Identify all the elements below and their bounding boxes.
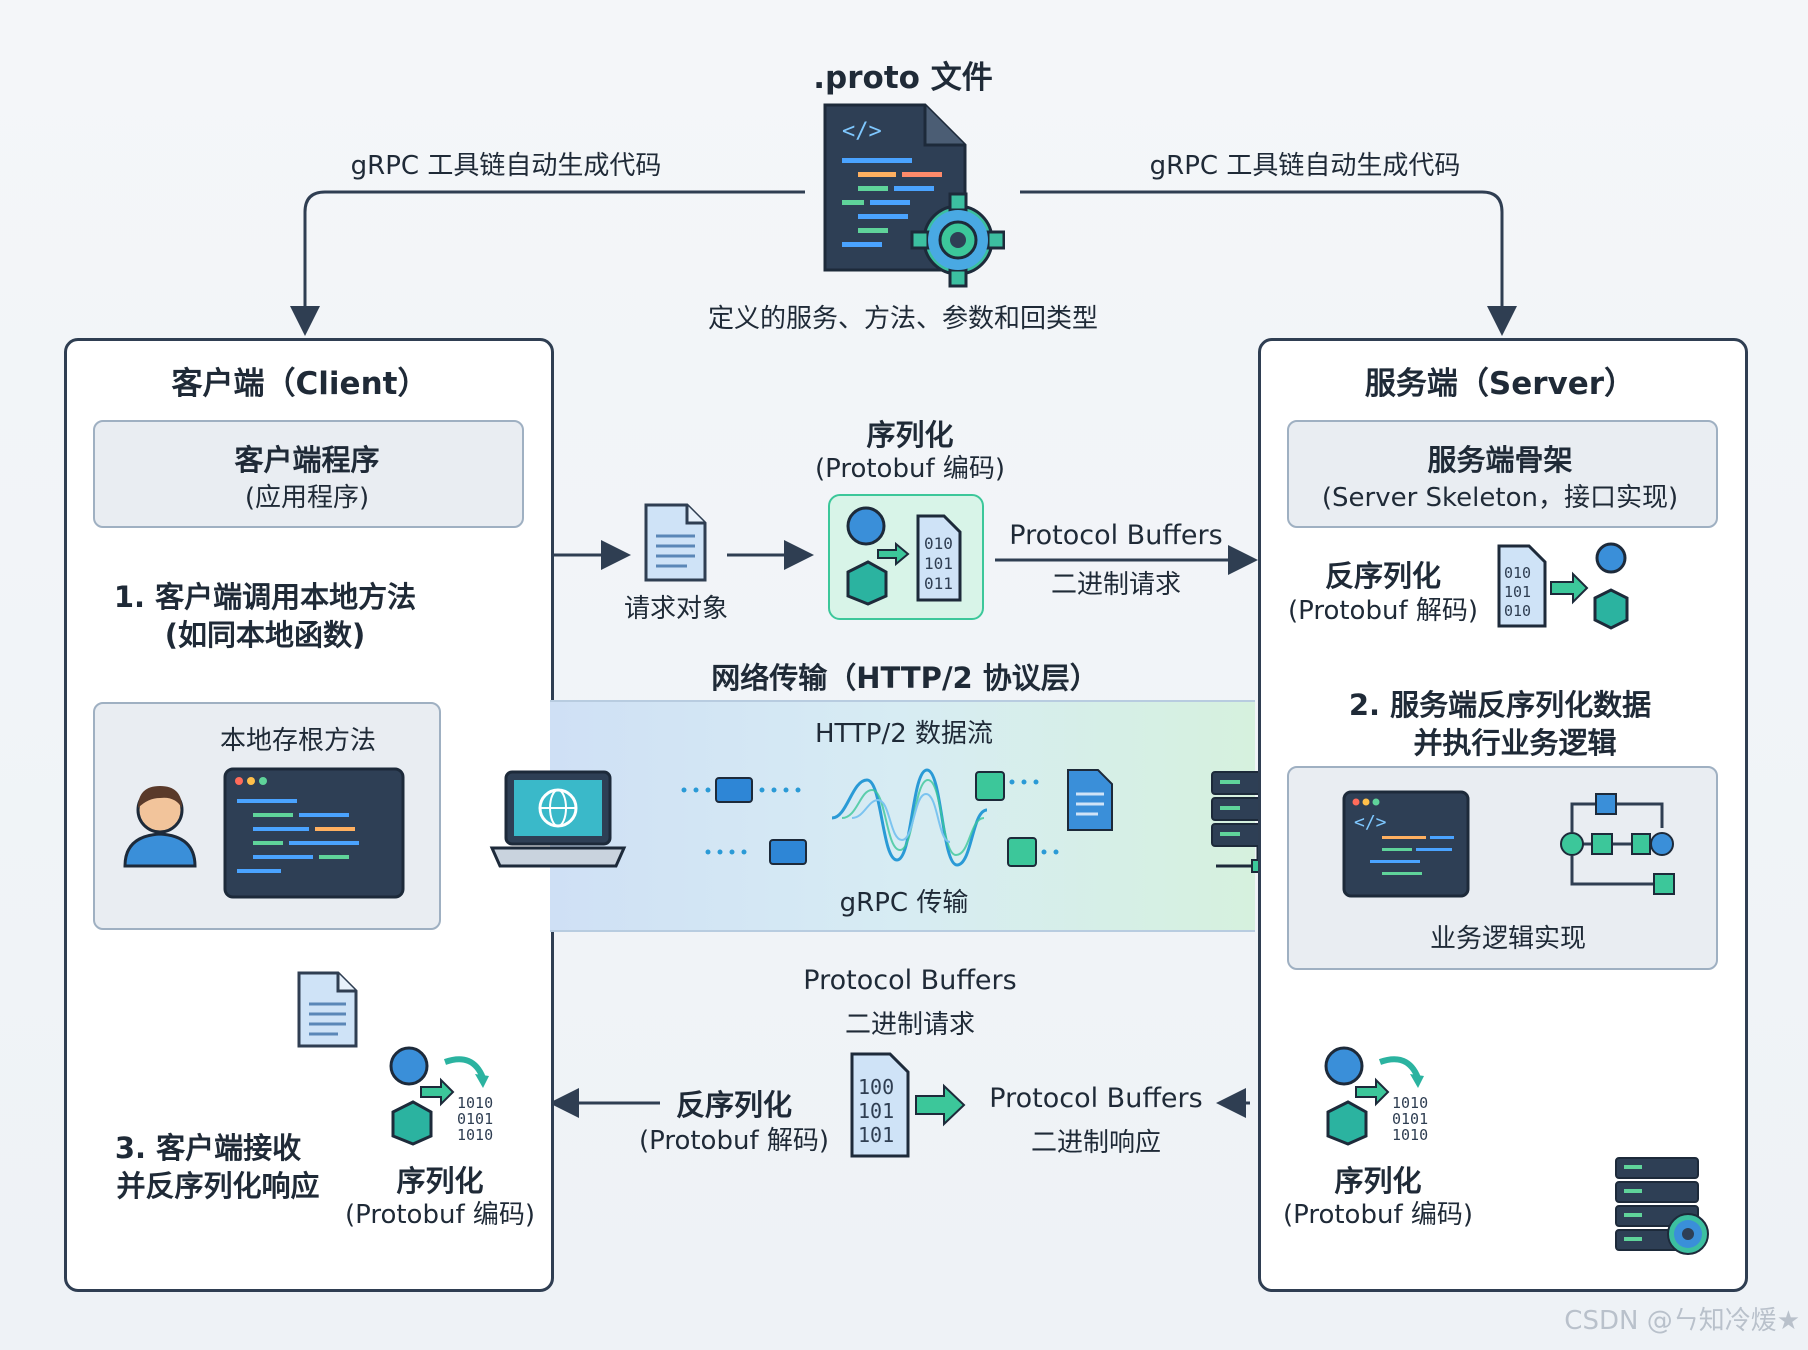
proto-file-icon: </> [823, 103, 1005, 288]
svg-text:</>: </> [1354, 812, 1387, 833]
binary-digits-1: 101 [924, 554, 953, 573]
client-stub-label: 本地存根方法 [219, 726, 377, 756]
client-step1-line2: (如同本地函数) [164, 618, 366, 652]
response-digits-2: 101 [858, 1123, 894, 1147]
binary-digits-0: 010 [924, 534, 953, 553]
request-serialize-sub: (Protobuf 编码) [814, 454, 1006, 484]
server-step2-line2: 并执行业务逻辑 [1413, 726, 1617, 760]
server-serialize-icon: 1010 0101 1010 [1324, 1046, 1428, 1146]
watermark: CSDN @ㄣ知冷煖★ [1564, 1306, 1800, 1336]
laptop-icon [489, 770, 627, 868]
stream-document-icon [1067, 769, 1113, 831]
binary-digits-2: 011 [924, 574, 953, 593]
client-program-sub: (应用程序) [244, 483, 370, 513]
request-object-icon [644, 503, 707, 582]
response-binary-icon: 100 101 101 [850, 1052, 966, 1158]
response-digits-0: 100 [858, 1075, 894, 1099]
server-skeleton-box [1287, 420, 1718, 528]
client-serialize-title: 序列化 [396, 1164, 484, 1198]
proto-left-arrow-label: gRPC 工具链自动生成代码 [350, 151, 662, 181]
deserialize-icon: 010 101 010 [1497, 542, 1629, 630]
svg-text:1010: 1010 [457, 1126, 493, 1144]
user-avatar-icon [123, 786, 197, 868]
request-serialize-title: 序列化 [866, 418, 954, 452]
server-deser-sub: (Protobuf 解码) [1287, 596, 1479, 626]
server-step2-line1: 2. 服务端反序列化数据 [1348, 688, 1652, 722]
network-stream-label: HTTP/2 数据流 [814, 719, 994, 749]
network-transport-label: gRPC 传输 [839, 888, 969, 918]
response-mid-line1: Protocol Buffers [803, 965, 1017, 996]
server-settings-icon [1615, 1157, 1709, 1255]
document-icon [297, 971, 358, 1048]
response-digits-1: 101 [858, 1099, 894, 1123]
svg-text:0101: 0101 [457, 1110, 493, 1128]
svg-text:0101: 0101 [1392, 1110, 1428, 1128]
client-program-box [93, 420, 524, 528]
server-logic-label: 业务逻辑实现 [1429, 924, 1587, 954]
deser-digits-1: 101 [1504, 583, 1531, 601]
client-program-title: 客户端程序 [234, 443, 380, 477]
code-editor-icon [223, 767, 405, 899]
deser-digits-0: 010 [1504, 564, 1531, 582]
server-skeleton-title: 服务端骨架 [1427, 443, 1573, 477]
proto-caption: 定义的服务、方法、参数和回类型 [707, 304, 1099, 334]
svg-text:1010: 1010 [1392, 1094, 1428, 1112]
request-object-label: 请求对象 [623, 594, 729, 624]
data-wave-icon [681, 768, 1059, 867]
request-binary-line2: 二进制请求 [1050, 570, 1182, 600]
server-title: 服务端（Server） [1364, 366, 1636, 402]
response-binary-line2: 二进制响应 [1030, 1128, 1162, 1158]
response-deser-sub: (Protobuf 解码) [638, 1126, 830, 1156]
client-serialize-sub: (Protobuf 编码) [344, 1200, 536, 1230]
serializer-icon: 010 101 011 [846, 506, 962, 606]
workflow-icon [1560, 793, 1675, 895]
request-binary-line1: Protocol Buffers [1009, 520, 1223, 551]
response-binary-line1: Protocol Buffers [989, 1083, 1203, 1114]
client-title: 客户端（Client） [171, 366, 429, 402]
server-serialize-title: 序列化 [1334, 1164, 1422, 1198]
response-deser-title: 反序列化 [675, 1088, 793, 1122]
svg-text:1010: 1010 [1392, 1126, 1428, 1144]
server-serialize-sub: (Protobuf 编码) [1282, 1200, 1474, 1230]
svg-text:1010: 1010 [457, 1094, 493, 1112]
svg-text:</>: </> [842, 119, 882, 144]
server-skeleton-sub: (Server Skeleton，接口实现) [1321, 483, 1679, 513]
proto-right-arrow-label: gRPC 工具链自动生成代码 [1149, 151, 1461, 181]
server-code-icon: </> [1342, 790, 1470, 898]
client-step3-line2: 并反序列化响应 [116, 1169, 320, 1203]
serialize-icon: 1010 0101 1010 [389, 1046, 493, 1146]
response-mid-line2: 二进制请求 [844, 1010, 976, 1040]
client-step1-line1: 1. 客户端调用本地方法 [113, 580, 417, 614]
client-step3-line1: 3. 客户端接收 [114, 1131, 302, 1165]
server-deser-title: 反序列化 [1324, 559, 1442, 593]
network-title: 网络传输（HTTP/2 协议层） [711, 661, 1099, 695]
network-band [550, 700, 1255, 932]
deser-digits-2: 010 [1504, 602, 1531, 620]
proto-title: .proto 文件 [813, 60, 993, 96]
